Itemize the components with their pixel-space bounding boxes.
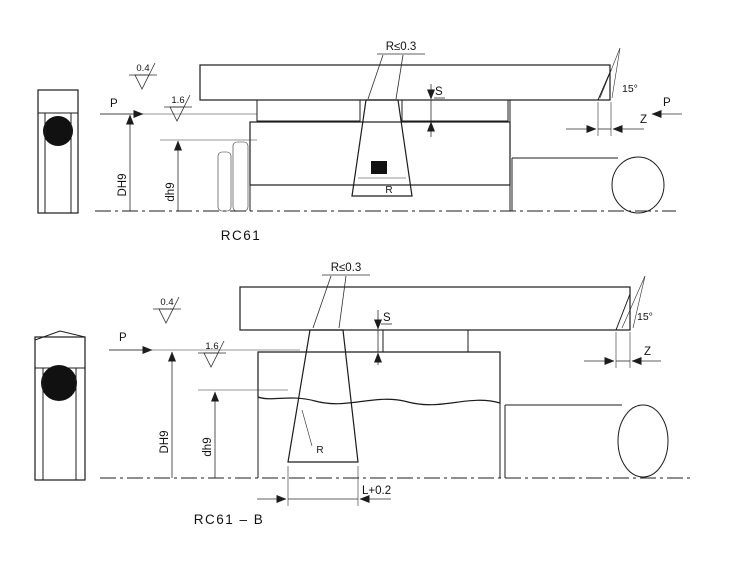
rc61-label-radius: R≤0.3 — [386, 41, 417, 53]
rc61b-chamfer-line — [615, 293, 631, 331]
rc61-seal-profile — [37, 89, 79, 214]
rc61b-label-finish-bore: 0.4 — [160, 297, 173, 308]
rc61-label-shaft-dia: dh9 — [165, 182, 177, 201]
rc61b-pressure-left: P — [109, 332, 300, 354]
rc61-seal-wedge — [351, 99, 413, 197]
rc61-s-dimension: S — [427, 84, 445, 137]
rc61b-piston-body — [257, 351, 501, 406]
rc61b-shaft-diameter-dimension: dh9 — [202, 391, 219, 478]
rc61b-label-p-left: P — [119, 332, 127, 344]
rc61b-shaft — [504, 404, 669, 478]
rc61-label-p-left: P — [110, 98, 118, 110]
rc61-label-finish-bore: 0.4 — [136, 63, 149, 74]
rc61-caption: RC61 — [221, 228, 262, 243]
rc61-finish-shaft-symbol: 1.6 — [160, 94, 257, 141]
rc61b-angle-reference-lines — [621, 275, 646, 329]
rc61b-radius-annotation: R≤0.3 — [312, 262, 370, 329]
rc61b-profile-oring — [41, 365, 77, 401]
rc61-label-angle: 15° — [622, 83, 638, 95]
rc61b-caption: RC61 – B — [194, 512, 265, 527]
rc61b-label-s: S — [383, 312, 391, 324]
rc61-finish-bore-symbol: 0.4 — [129, 62, 157, 90]
rc61-shaft — [511, 156, 665, 214]
rc61-label-bore-dia: DH9 — [117, 173, 129, 196]
rc61-label-s: S — [435, 86, 443, 98]
rc61b-label-angle: 15° — [637, 311, 653, 323]
rc61b-shaft-end-ellipse — [617, 404, 669, 478]
rc61b-housing — [239, 286, 631, 331]
rc61-label-groove-radius: R — [385, 185, 392, 196]
rc61-label-p-right: P — [663, 97, 671, 109]
rc61-retainer-parts — [217, 141, 249, 212]
rc61-bore-diameter-dimension: DH9 — [117, 114, 134, 211]
rc61b-z-dimension: Z — [584, 332, 661, 368]
rc61b-bore-diameter-dimension: DH9 — [159, 351, 176, 478]
rc61b-seal-wedge — [287, 329, 359, 463]
rc61-label-z: Z — [640, 114, 647, 126]
rc61-shaft-end-ellipse — [611, 156, 665, 214]
rc61-piston-body — [249, 121, 511, 186]
rc61-angle-reference-lines — [599, 47, 621, 99]
rc61-profile-backup-ring — [37, 89, 79, 114]
rc61-gland-block-left — [256, 99, 361, 122]
rc61-z-dimension: Z — [566, 102, 647, 136]
rc61-chamfer-line — [597, 69, 612, 101]
rc61-profile-oring — [43, 116, 73, 146]
rc61b-label-shaft-dia: dh9 — [202, 437, 214, 456]
rc61-housing — [199, 64, 611, 101]
rc61b-s-dimension: S — [374, 310, 392, 365]
rc61b-finish-bore-symbol: 0.4 — [153, 296, 181, 324]
rc61b-label-radius: R≤0.3 — [331, 262, 362, 274]
rc61b-profile-backup-ring — [34, 330, 86, 369]
rc61-radius-annotation: R≤0.3 — [367, 41, 425, 100]
rc61-label-finish-shaft: 1.6 — [171, 95, 184, 106]
rc61-drawing: R R≤0.3 S P — [37, 41, 682, 243]
rc61-energizer — [371, 161, 387, 174]
rc61-shaft-diameter-dimension: dh9 — [165, 140, 182, 211]
rc61b-label-z: Z — [644, 346, 651, 358]
rc61b-gland-block-right — [382, 329, 469, 353]
rc61-gland-block-right — [401, 99, 509, 122]
rc61b-label-finish-shaft: 1.6 — [205, 341, 218, 352]
rc61b-drawing: R R≤0.3 S P — [34, 262, 690, 527]
rc61-pressure-left: P — [100, 98, 257, 118]
rc61b-finish-shaft-symbol: 1.6 — [198, 340, 288, 391]
rc61b-label-groove-radius: R — [316, 445, 323, 456]
rc61b-groove-length-dimension: L+0.2 — [257, 466, 391, 506]
rc61-pressure-right: P — [651, 97, 682, 118]
rc61b-seal-profile — [34, 330, 86, 481]
rc61b-label-groove-length: L+0.2 — [362, 485, 391, 497]
rc61b-label-bore-dia: DH9 — [159, 430, 171, 453]
